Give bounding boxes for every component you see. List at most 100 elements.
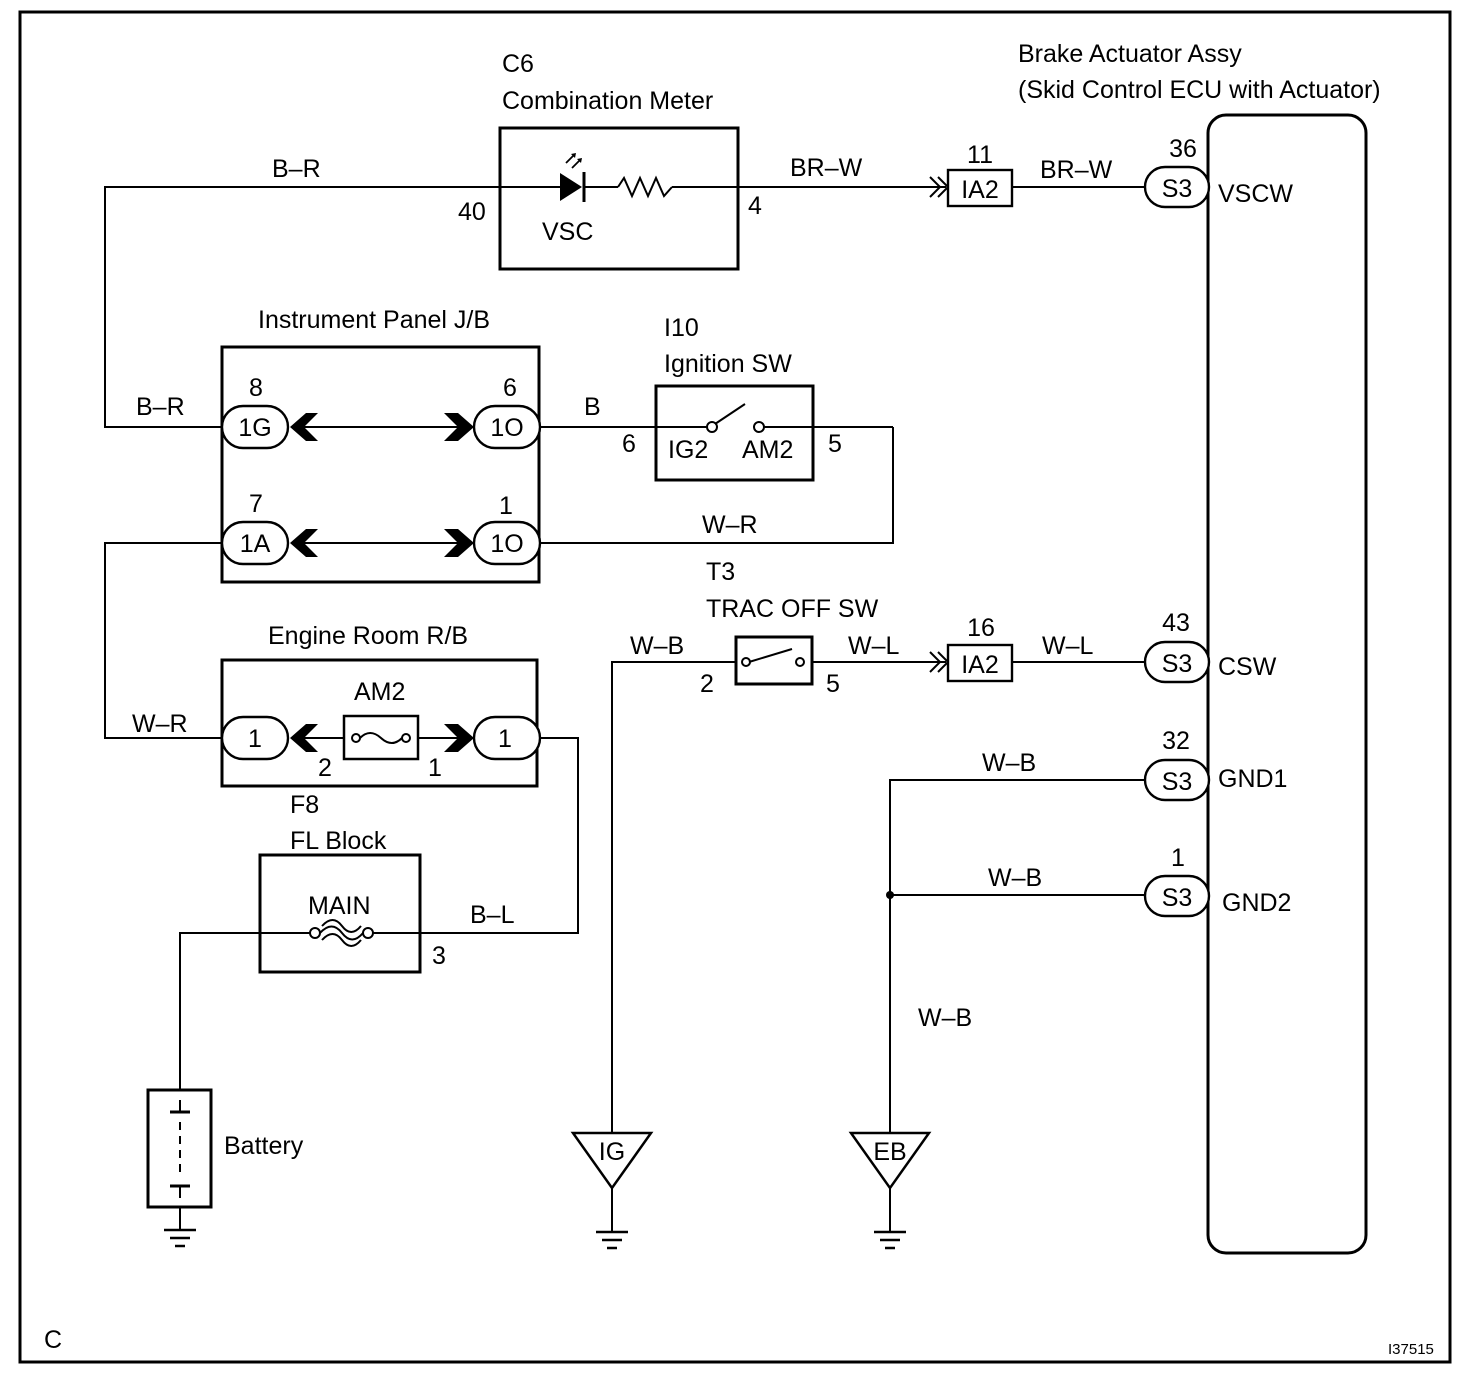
meter-name: Combination Meter [502, 87, 713, 115]
meter-pin-out: 4 [748, 192, 762, 220]
svg-text:6: 6 [503, 374, 517, 402]
ground-icon [874, 1230, 906, 1250]
ig-sw-name: Ignition SW [664, 350, 792, 378]
svg-text:1: 1 [248, 725, 262, 753]
connector-jb-1a: 1A 7 [220, 490, 290, 566]
fl-fuse-label: MAIN [308, 892, 371, 920]
wire-label-trac-out: W–L [848, 632, 900, 660]
wire-label-vsc-out: BR–W [790, 154, 863, 182]
trac-switch-contact-icon [748, 648, 793, 663]
svg-text:36: 36 [1169, 135, 1197, 163]
svg-text:16: 16 [967, 614, 995, 642]
svg-text:7: 7 [249, 490, 263, 518]
led-icon [560, 173, 582, 201]
svg-text:S3: S3 [1162, 884, 1193, 912]
fuse-icon [359, 732, 403, 744]
switch-contact-icon [714, 403, 746, 425]
meter-code: C6 [502, 50, 534, 78]
rb-pin-left: 2 [318, 754, 332, 782]
svg-text:43: 43 [1162, 609, 1190, 637]
svg-text:11: 11 [967, 141, 993, 169]
wire-label-meter-feed-left: B–R [136, 393, 185, 421]
connector-rb-left: 1 [220, 715, 290, 761]
ground-point-eb: EB [848, 1131, 932, 1250]
trac-pin-right: 5 [826, 670, 840, 698]
wire-label-jb-to-ig: B [584, 393, 601, 421]
resistor-icon [617, 175, 673, 199]
fl-pin: 3 [432, 942, 446, 970]
fl-block: F8 FL Block MAIN 3 [258, 791, 446, 974]
splice-junction [886, 891, 894, 899]
svg-text:1G: 1G [238, 414, 271, 442]
connector-s3-gnd2: S3 1 GND2 [1143, 844, 1291, 918]
wire-label-rb-to-jb: W–R [132, 710, 188, 738]
connector-jb-1o-top: 1O 6 [472, 374, 542, 450]
svg-text:1: 1 [498, 725, 512, 753]
rb-name: Engine Room R/B [268, 622, 468, 650]
trac-name: TRAC OFF SW [706, 595, 879, 623]
svg-text:S3: S3 [1162, 175, 1193, 203]
terminal-csw: CSW [1218, 653, 1277, 681]
terminal-vscw: VSCW [1218, 180, 1293, 208]
brake-actuator: Brake Actuator Assy (Skid Control ECU wi… [1018, 40, 1381, 1255]
svg-text:S3: S3 [1162, 650, 1193, 678]
actuator-name: Brake Actuator Assy [1018, 40, 1242, 68]
actuator-subtitle: (Skid Control ECU with Actuator) [1018, 76, 1381, 104]
main-fuse-icon [319, 925, 364, 941]
connector-rb-right: 1 [472, 715, 542, 761]
page-frame [18, 10, 1452, 1364]
connector-jb-1o-bottom: 1O 1 [472, 492, 542, 566]
wire-label-trac-ground: W–B [630, 632, 684, 660]
svg-text:8: 8 [249, 374, 263, 402]
connector-s3-vscw: S3 36 VSCW [1143, 135, 1293, 209]
wire-label-meter-feed-top: B–R [272, 155, 321, 183]
svg-text:IA2: IA2 [961, 176, 999, 204]
trac-code: T3 [706, 558, 735, 586]
wire-label-ground-drop: W–B [918, 1004, 972, 1032]
battery-ground-icon [164, 1228, 196, 1248]
ig-sw-pin-left: 6 [622, 430, 636, 458]
connector-ia2-top: IA2 11 [929, 141, 1014, 208]
svg-text:EB: EB [873, 1138, 906, 1166]
wire-label-ig-return: W–R [702, 511, 758, 539]
engine-room-rb: Engine Room R/B AM2 2 1 [220, 622, 539, 788]
terminal-gnd1: GND1 [1218, 765, 1287, 793]
battery-name: Battery [224, 1132, 304, 1160]
fl-name: FL Block [290, 827, 387, 855]
ground-icon [596, 1230, 628, 1250]
ignition-switch: I10 Ignition SW IG2 AM2 6 5 [622, 314, 842, 482]
svg-text:1O: 1O [490, 414, 523, 442]
connector-s3-gnd1: S3 32 GND1 [1143, 727, 1287, 802]
ig-sw-term-right: AM2 [742, 436, 793, 464]
wire-label-trac-to-ecu: W–L [1042, 632, 1094, 660]
fl-code: F8 [290, 791, 319, 819]
wires [104, 186, 1145, 1232]
meter-indicator: VSC [542, 218, 593, 246]
wire-label-vsc-to-ecu: BR–W [1040, 156, 1113, 184]
rb-fuse-label: AM2 [354, 678, 405, 706]
ig-sw-code: I10 [664, 314, 699, 342]
svg-text:S3: S3 [1162, 768, 1193, 796]
connector-jb-1g: 1G 8 [220, 374, 290, 450]
connectors: IA2 11 S3 36 VSCW 1G 8 1O 6 1A 7 [220, 135, 1293, 918]
svg-text:1A: 1A [240, 530, 271, 558]
trac-off-switch: T3 TRAC OFF SW 2 5 [700, 558, 879, 698]
figure-id: I37515 [1388, 1341, 1434, 1358]
svg-text:1O: 1O [490, 530, 523, 558]
connector-s3-csw: S3 43 CSW [1143, 609, 1277, 684]
ground-point-ig: IG [570, 1131, 654, 1250]
instrument-panel-jb: Instrument Panel J/B [220, 306, 541, 584]
svg-text:IG: IG [599, 1138, 625, 1166]
connector-ia2-mid: IA2 16 [929, 614, 1014, 683]
ig-sw-pin-right: 5 [828, 430, 842, 458]
combination-meter: C6 Combination Meter VSC 40 4 [458, 50, 762, 271]
svg-text:1: 1 [499, 492, 513, 520]
svg-text:32: 32 [1162, 727, 1190, 755]
wire-labels: B–R B–R BR–W BR–W B W–R W–R B–L W–B W–L … [132, 154, 1113, 1032]
svg-text:IA2: IA2 [961, 651, 999, 679]
wire-label-fl-to-rb: B–L [470, 901, 515, 929]
svg-text:1: 1 [1171, 844, 1185, 872]
meter-pin-in: 40 [458, 198, 486, 226]
wire-label-gnd2: W–B [988, 864, 1042, 892]
